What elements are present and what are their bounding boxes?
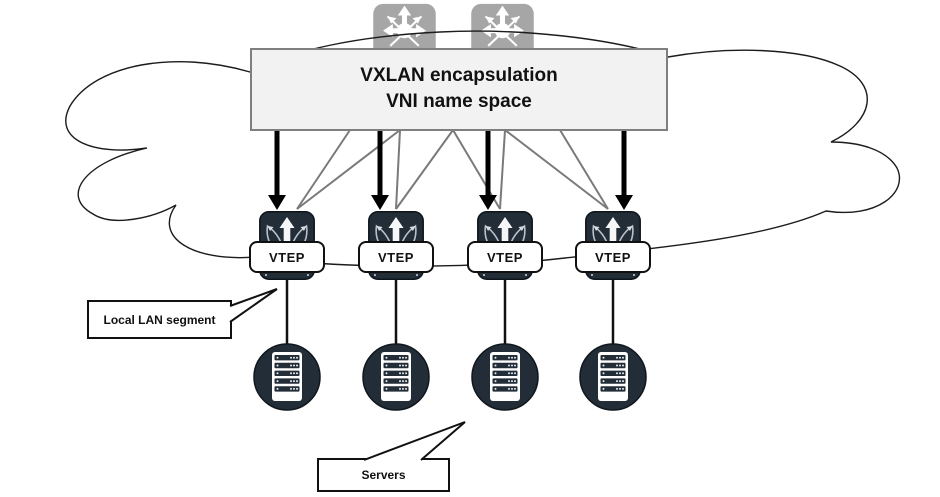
down-arrow-icon xyxy=(371,130,389,210)
callout-servers xyxy=(317,421,466,492)
vtep-label: VTEP xyxy=(575,241,651,273)
vtep-node: VTEP xyxy=(575,211,651,281)
down-arrow-icon xyxy=(479,130,497,210)
vtep-label: VTEP xyxy=(249,241,325,273)
vxlan-title-line2: VNI name space xyxy=(386,91,532,112)
server-icon xyxy=(362,343,430,411)
server-node xyxy=(252,342,322,412)
local-lan-segment-label: Local LAN segment xyxy=(103,312,216,327)
server-node xyxy=(361,342,431,412)
callout-local-lan xyxy=(87,288,278,339)
vtep-label: VTEP xyxy=(467,241,543,273)
mesh-line xyxy=(504,129,609,210)
down-arrow-icon xyxy=(615,130,633,210)
down-arrow-icon xyxy=(268,130,286,210)
vtep-node: VTEP xyxy=(358,211,434,281)
vni-mesh-lines xyxy=(296,129,609,210)
servers-label: Servers xyxy=(361,468,406,482)
vxlan-title-line1: VXLAN encapsulation xyxy=(360,65,558,87)
mesh-line xyxy=(395,129,401,210)
server-icon xyxy=(253,343,321,411)
vtep-node: VTEP xyxy=(467,211,543,281)
server-icon xyxy=(579,343,647,411)
mesh-line xyxy=(395,129,454,210)
encapsulation-arrows xyxy=(268,130,633,210)
mesh-line xyxy=(499,129,506,210)
vtep-node: VTEP xyxy=(249,211,325,281)
server-node xyxy=(470,342,540,412)
mesh-line xyxy=(296,129,351,210)
server-icon xyxy=(471,343,539,411)
server-node xyxy=(578,342,648,412)
lan-segment-lines xyxy=(285,275,615,350)
mesh-line xyxy=(296,129,401,210)
mesh-line xyxy=(559,129,609,210)
vxlan-encapsulation-box: VXLAN encapsulation VNI name space xyxy=(250,48,668,131)
vtep-label: VTEP xyxy=(358,241,434,273)
